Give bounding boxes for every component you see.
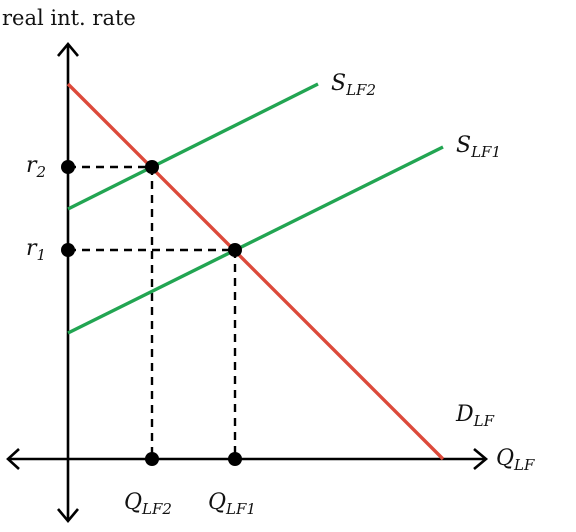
r2-label: r2: [26, 153, 46, 181]
demand-curve-label-main: D: [456, 402, 474, 427]
demand-curve: [66, 82, 445, 461]
supply-curve-1-label-main: S: [456, 133, 472, 158]
x-axis-title-main: Q: [496, 446, 515, 471]
equilibrium-point-2: [145, 160, 159, 174]
r2-label-sub: 2: [36, 163, 47, 181]
q2-label-main: Q: [124, 490, 143, 515]
demand-curve-label: DLF: [456, 402, 494, 430]
supply-curve-1: [67, 145, 444, 335]
r2-label-main: r: [26, 153, 37, 178]
r1-axis-point: [61, 243, 75, 257]
supply-curve-1-label-sub: LF1: [471, 143, 501, 161]
x-axis-title: QLF: [496, 446, 534, 474]
x-axis-arrowhead: [473, 448, 489, 470]
q2-axis-point: [145, 452, 159, 466]
equilibrium-point-1: [228, 243, 242, 257]
q1-axis-point: [228, 452, 242, 466]
y-axis-arrowhead: [57, 41, 79, 57]
q1-label: QLF1: [208, 490, 256, 518]
supply-curve-1-label: SLF1: [456, 133, 501, 161]
r1-label-sub: 1: [36, 246, 47, 264]
y-axis-title: real int. rate: [2, 6, 136, 30]
supply-curve-2-label-sub: LF2: [346, 81, 376, 99]
r1-label-main: r: [26, 236, 37, 261]
supply-curve-2-label: SLF2: [331, 71, 376, 99]
q1-label-sub: LF1: [226, 500, 256, 518]
q1-label-main: Q: [208, 490, 227, 515]
q2-label-sub: LF2: [142, 500, 172, 518]
supply-curve-2: [67, 82, 319, 211]
demand-curve-label-sub: LF: [473, 412, 495, 430]
y-axis-bottom-arrowhead: [57, 508, 79, 524]
r2-axis-point: [61, 160, 75, 174]
r1-label: r1: [26, 236, 46, 264]
q2-label: QLF2: [124, 490, 172, 518]
x-axis-left-arrowhead: [6, 448, 20, 470]
x-axis-title-sub: LF: [514, 456, 535, 474]
supply-curve-2-label-main: S: [331, 71, 347, 96]
